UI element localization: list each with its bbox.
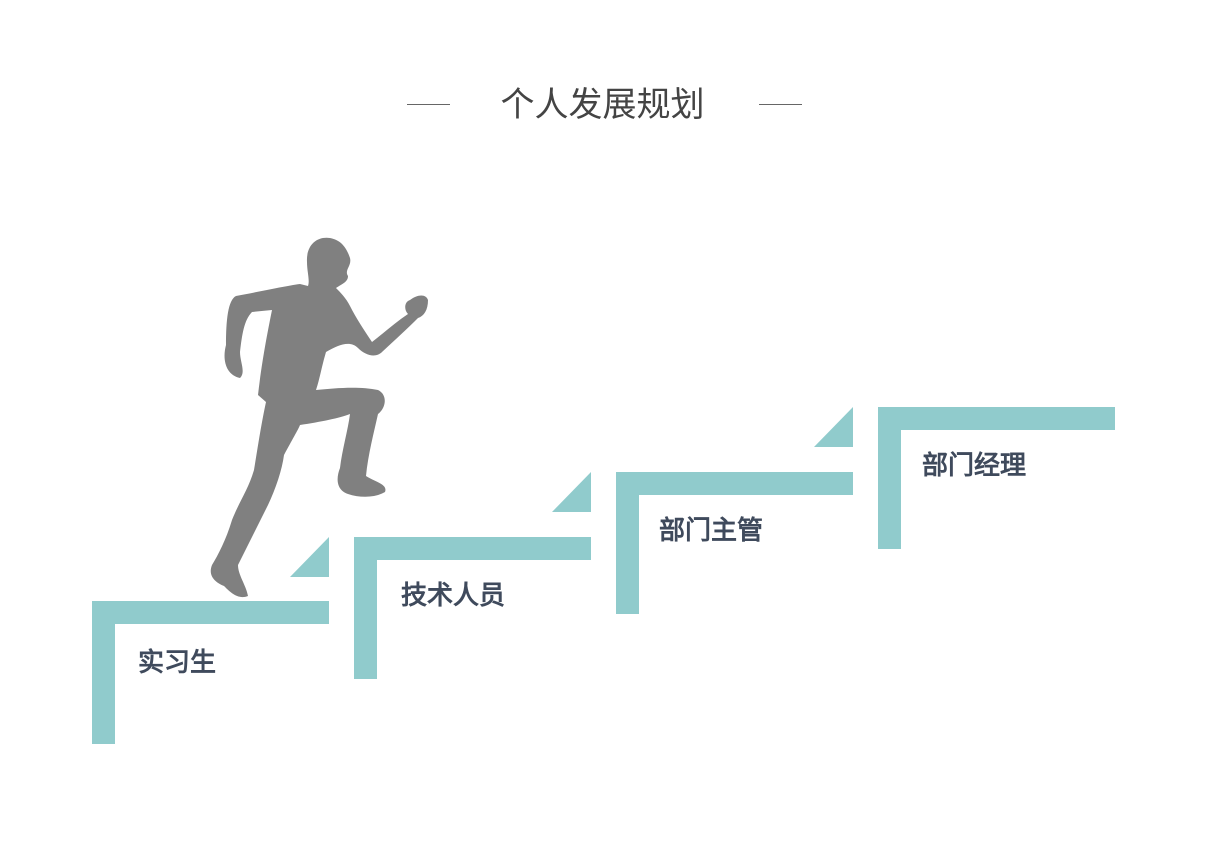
- step-1-top-bar: [92, 601, 329, 624]
- step-3-top-bar: [616, 472, 853, 495]
- step-connector-3: [814, 407, 853, 447]
- step-connector-2: [552, 472, 591, 512]
- step-4-side-bar: [878, 407, 901, 549]
- step-connector-1: [290, 537, 329, 577]
- step-1-label: 实习生: [138, 648, 217, 678]
- step-3-side-bar: [616, 472, 639, 614]
- step-3-label: 部门主管: [659, 516, 764, 546]
- step-2-side-bar: [354, 537, 377, 679]
- page-title: 个人发展规划: [500, 85, 705, 125]
- step-4-label: 部门经理: [922, 451, 1027, 481]
- title-line-left: [407, 104, 450, 105]
- running-man-icon: [210, 237, 428, 598]
- step-4-top-bar: [878, 407, 1115, 430]
- step-2-label: 技术人员: [401, 581, 506, 611]
- step-1-side-bar: [92, 601, 115, 744]
- title-line-right: [759, 104, 802, 105]
- step-2-top-bar: [354, 537, 591, 560]
